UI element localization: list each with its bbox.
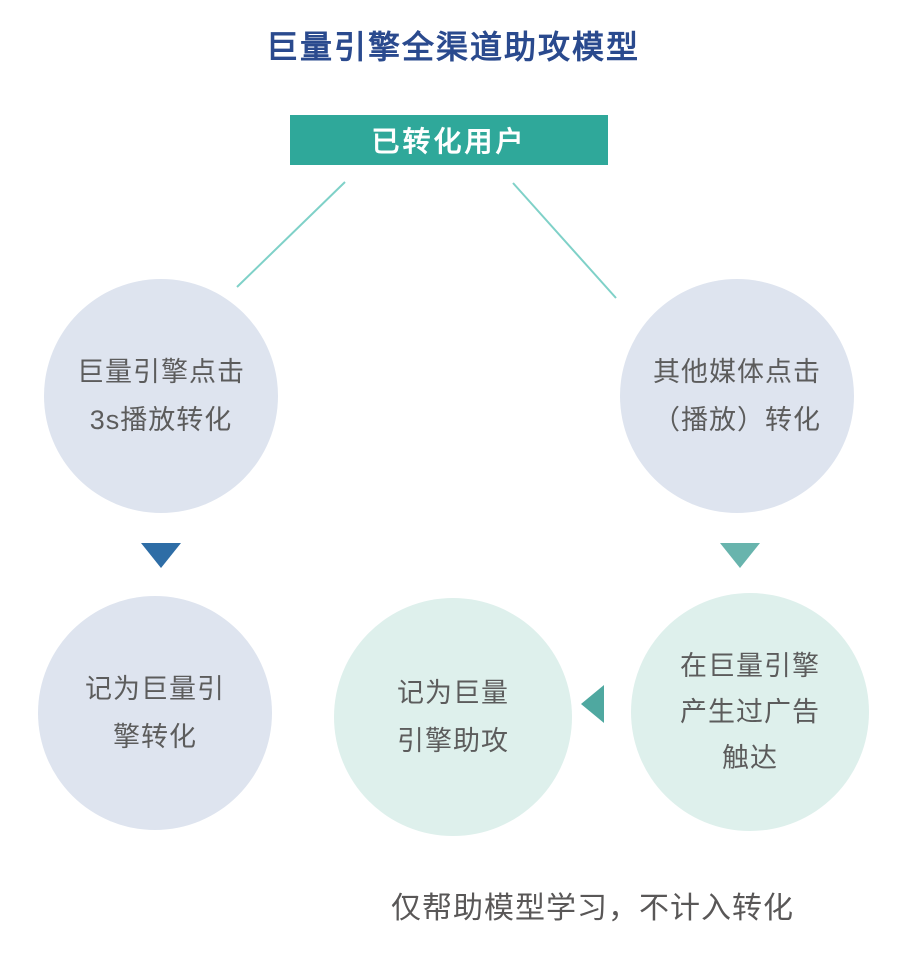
connector-line-left <box>236 181 346 288</box>
arrow-left-teal-icon <box>581 685 604 723</box>
node-counted-as-juliang-conversion: 记为巨量引 擎转化 <box>38 596 272 830</box>
node-label-line: 其他媒体点击 <box>653 357 821 387</box>
node-counted-as-juliang-assist: 记为巨量 引擎助攻 <box>334 598 572 836</box>
arrow-down-teal-shape <box>720 543 760 568</box>
node-label-line: （播放）转化 <box>653 405 821 435</box>
arrow-down-blue-icon <box>141 543 181 568</box>
diagram-title: 巨量引擎全渠道助攻模型 <box>265 29 640 65</box>
arrow-left-teal-shape <box>581 685 604 723</box>
arrow-down-blue-shape <box>141 543 181 568</box>
converted-users-node: 已转化用户 <box>290 115 608 165</box>
node-label-line: 巨量引擎点击 <box>77 357 245 387</box>
node-label-line: 引擎助攻 <box>397 726 509 756</box>
arrow-down-teal-icon <box>720 543 760 568</box>
node-had-ad-exposure-on-juliang: 在巨量引擎 产生过广告 触达 <box>631 593 869 831</box>
node-label-line: 3s播放转化 <box>89 405 233 435</box>
node-juliang-click-conversion: 巨量引擎点击 3s播放转化 <box>44 279 278 513</box>
node-label-line: 擎转化 <box>113 722 197 752</box>
node-label-line: 产生过广告 <box>680 697 820 727</box>
connector-line-right <box>512 182 617 299</box>
node-label-line: 记为巨量引 <box>85 674 225 704</box>
node-other-media-conversion: 其他媒体点击 （播放）转化 <box>620 279 854 513</box>
node-label-line: 触达 <box>722 743 778 773</box>
converted-users-label: 已转化用户 <box>371 126 527 157</box>
node-label-line: 记为巨量 <box>397 678 509 708</box>
footnote-text: 仅帮助模型学习，不计入转化 <box>391 892 794 925</box>
node-label-line: 在巨量引擎 <box>680 651 820 681</box>
